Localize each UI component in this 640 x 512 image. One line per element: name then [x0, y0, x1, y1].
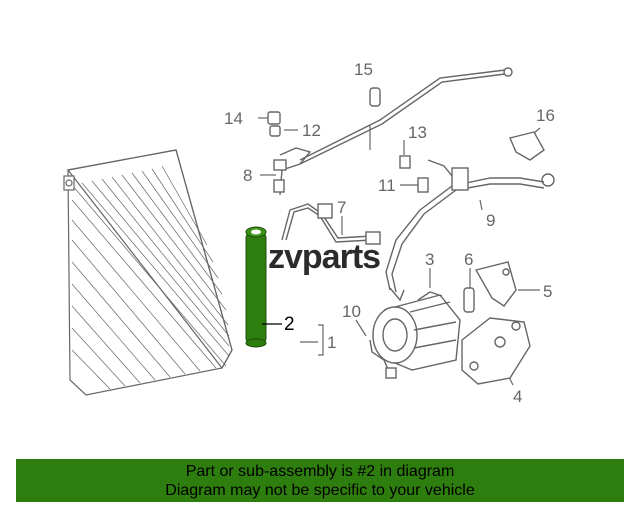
callout-2[interactable]: 2 — [284, 314, 295, 335]
callout-16[interactable]: 16 — [536, 106, 555, 125]
callout-15[interactable]: 15 — [354, 60, 373, 79]
callout-6[interactable]: 6 — [464, 250, 473, 269]
callout-8[interactable]: 8 — [243, 166, 252, 185]
callout-13[interactable]: 13 — [408, 123, 427, 142]
notice-banner: Part or sub-assembly is #2 in diagram Di… — [16, 459, 624, 502]
condenser[interactable] — [63, 149, 233, 396]
callout-4[interactable]: 4 — [513, 387, 522, 406]
callout-1[interactable]: 1 — [327, 333, 336, 352]
callout-7[interactable]: 7 — [337, 198, 346, 217]
watermark: zvparts — [268, 238, 380, 276]
callout-3[interactable]: 3 — [425, 250, 434, 269]
banner-line-1: Part or sub-assembly is #2 in diagram — [185, 463, 455, 480]
leader-lines — [258, 117, 541, 386]
callout-11[interactable]: 11 — [378, 176, 396, 195]
callout-10[interactable]: 10 — [342, 302, 361, 321]
parts-diagram: zvparts 1 2 3 4 5 6 7 8 9 10 11 12 13 14… — [63, 60, 555, 406]
ac-line-art — [267, 67, 555, 385]
banner-line-2: Diagram may not be specific to your vehi… — [165, 482, 475, 499]
callout-14[interactable]: 14 — [224, 109, 243, 128]
callout-9[interactable]: 9 — [486, 211, 495, 230]
callout-12[interactable]: 12 — [302, 121, 321, 140]
dryer-receiver[interactable] — [245, 226, 267, 348]
callout-5[interactable]: 5 — [543, 282, 552, 301]
